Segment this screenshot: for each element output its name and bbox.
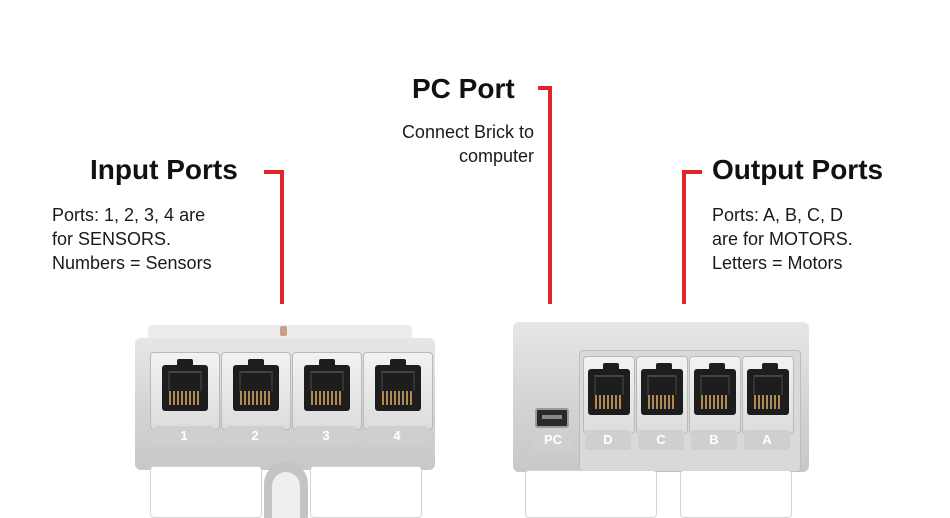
- port-jack: [641, 363, 683, 415]
- input-brick-notch-inner: [272, 472, 300, 518]
- output-desc-line: are for MOTORS.: [712, 229, 853, 249]
- pc-desc-line: computer: [458, 146, 534, 166]
- input-port-label: 1: [154, 426, 214, 446]
- input-port-label: 2: [225, 426, 285, 446]
- pc-usb-port[interactable]: [535, 408, 569, 428]
- output-port-label: C: [638, 430, 684, 450]
- output-desc-line: Letters = Motors: [712, 253, 843, 273]
- input-port-1[interactable]: [150, 352, 220, 430]
- input-desc-line: for SENSORS.: [52, 229, 172, 249]
- output-callout-line-h: [682, 170, 702, 174]
- output-brick-foot-left: [525, 470, 657, 518]
- input-brick: 1 2 3 4: [135, 338, 435, 470]
- input-desc-line: Numbers = Sensors: [52, 253, 212, 273]
- port-jack: [694, 363, 736, 415]
- input-ports-title: Input Ports: [90, 154, 238, 185]
- output-desc-line: Ports: A, B, C, D: [712, 205, 844, 225]
- input-callout-line-h: [264, 170, 284, 174]
- input-callout-line-v: [280, 170, 284, 304]
- pc-callout-line-h: [538, 86, 552, 90]
- port-jack: [162, 359, 208, 411]
- input-desc-line: Ports: 1, 2, 3, 4 are: [52, 205, 206, 225]
- output-port-label: A: [744, 430, 790, 450]
- port-jack: [747, 363, 789, 415]
- port-jack: [233, 359, 279, 411]
- port-jack: [304, 359, 350, 411]
- output-brick-foot-right: [680, 470, 792, 518]
- pc-port-label: PC: [533, 430, 573, 450]
- output-port-c[interactable]: [636, 356, 688, 434]
- output-port-label: D: [585, 430, 631, 450]
- pc-desc-line: Connect Brick to: [401, 122, 534, 142]
- output-callout-line-v: [682, 170, 686, 304]
- output-port-b[interactable]: [689, 356, 741, 434]
- output-ports-description: Ports: A, B, C, D are for MOTORS. Letter…: [712, 203, 853, 275]
- output-brick: PC D C B A: [513, 322, 809, 472]
- port-jack: [588, 363, 630, 415]
- input-port-3[interactable]: [292, 352, 362, 430]
- pc-port-description: Connect Brick to computer: [402, 120, 534, 168]
- pc-port-title: PC Port: [412, 73, 515, 104]
- port-jack: [375, 359, 421, 411]
- input-port-4[interactable]: [363, 352, 433, 430]
- input-brick-foot-right: [310, 466, 422, 518]
- output-ports-title: Output Ports: [712, 154, 884, 185]
- status-led: [280, 326, 287, 336]
- input-brick-foot-left: [150, 466, 262, 518]
- output-port-a[interactable]: [742, 356, 794, 434]
- pc-callout-line-v: [548, 86, 552, 304]
- input-port-2[interactable]: [221, 352, 291, 430]
- output-port-d[interactable]: [583, 356, 635, 434]
- input-port-label: 3: [296, 426, 356, 446]
- output-port-label: B: [691, 430, 737, 450]
- input-ports-description: Ports: 1, 2, 3, 4 are for SENSORS. Numbe…: [52, 203, 212, 275]
- input-port-label: 4: [367, 426, 427, 446]
